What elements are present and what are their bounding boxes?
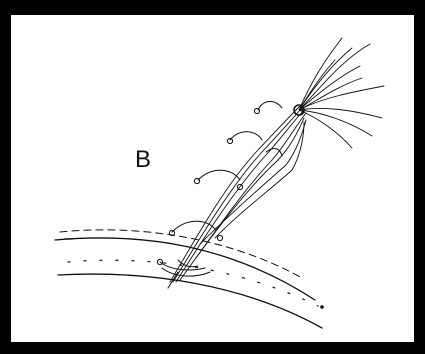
panel-label: B: [135, 148, 151, 172]
loop-4-knot-right: [217, 235, 222, 240]
loop-3: [198, 170, 240, 180]
tissue-layers: [55, 230, 324, 328]
tissue-lower-solid-line: [58, 274, 322, 328]
tissue-upper-dashed-line: [60, 230, 302, 278]
loop-1-knot: [254, 108, 259, 113]
loop-2-knot: [227, 138, 232, 143]
loop-1: [258, 102, 282, 111]
suture-strand-bundle: [170, 106, 306, 282]
scale-label: 1mm: [64, 237, 73, 241]
suture-tails: [294, 38, 384, 148]
tissue-upper-solid-line: [55, 238, 315, 300]
loop-2: [230, 132, 262, 140]
loop-3-knot: [194, 178, 199, 183]
tissue-end-dot: [320, 305, 324, 309]
